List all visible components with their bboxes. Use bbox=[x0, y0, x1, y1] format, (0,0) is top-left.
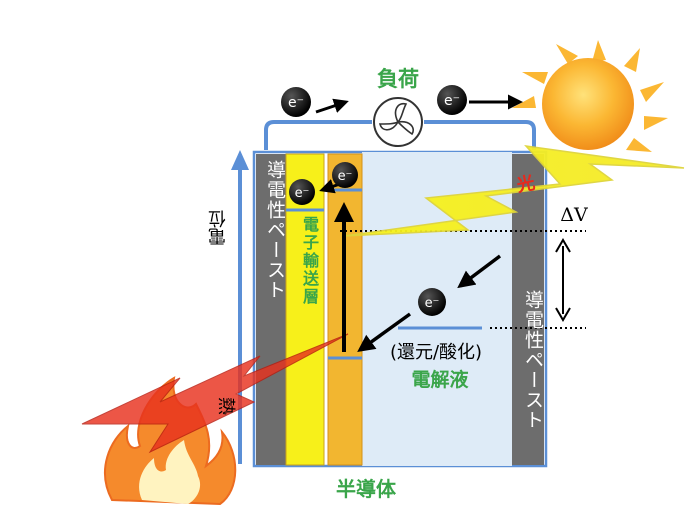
light-label: 光 bbox=[514, 172, 537, 197]
circuit-wire-right bbox=[424, 120, 536, 150]
top-left-electron-arrow bbox=[315, 98, 349, 114]
electrolyte-label: 電解液 bbox=[411, 368, 469, 391]
conductive-paste-left bbox=[256, 154, 286, 465]
heat-label: 熱 bbox=[215, 397, 236, 415]
electron-transport-layer bbox=[285, 153, 325, 466]
svg-text:e⁻: e⁻ bbox=[288, 95, 304, 111]
electron-etl: e⁻ bbox=[289, 179, 315, 205]
sun-icon bbox=[512, 40, 668, 152]
conductive-paste-right-label: 導電性ペースト bbox=[522, 290, 544, 430]
load-label: 負荷 bbox=[377, 67, 419, 91]
svg-text:e⁻: e⁻ bbox=[444, 93, 460, 109]
svg-text:e⁻: e⁻ bbox=[338, 169, 353, 184]
delta-v-label: ΔV bbox=[560, 204, 588, 226]
heat-bolt bbox=[81, 333, 349, 454]
redox-label: (還元/酸化) bbox=[390, 342, 482, 363]
load-fan-icon bbox=[373, 97, 423, 147]
svg-text:e⁻: e⁻ bbox=[425, 296, 440, 311]
electron-electrolyte: e⁻ bbox=[418, 288, 446, 316]
conductive-paste-right bbox=[512, 154, 544, 465]
electron-transport-layer-label: 電子輸送層 bbox=[300, 216, 319, 306]
regeneration-arrow bbox=[357, 312, 412, 353]
electrolyte-electron-arrow bbox=[457, 254, 502, 289]
circuit-wire-left bbox=[264, 120, 372, 150]
electron-top-right: e⁻ bbox=[437, 85, 467, 115]
svg-text:e⁻: e⁻ bbox=[295, 186, 310, 201]
electron-top-left: e⁻ bbox=[281, 87, 311, 117]
electron-dye: e⁻ bbox=[332, 162, 358, 188]
potential-axis-label: 電位 bbox=[208, 210, 229, 246]
semiconductor-label: 半導体 bbox=[336, 477, 397, 501]
conductive-paste-left-label: 導電性ペースト bbox=[264, 160, 286, 300]
